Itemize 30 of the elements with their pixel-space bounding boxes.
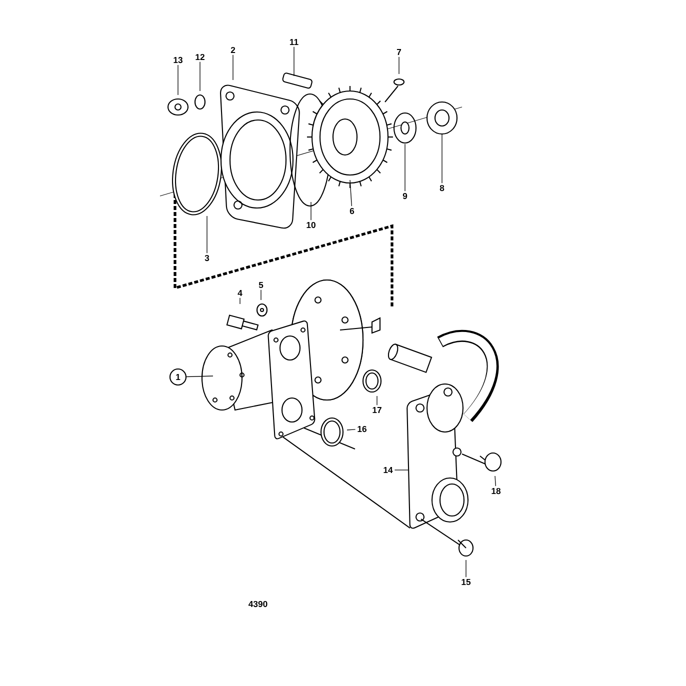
callout-number: 5 — [258, 282, 264, 288]
callout-number: 13 — [174, 56, 182, 64]
leader-line — [346, 429, 356, 430]
callout-number: 8 — [440, 184, 444, 192]
callout-number: 4 — [238, 290, 242, 296]
callout-number: 14 — [384, 467, 393, 473]
callout-number: 11 — [290, 39, 298, 45]
callout-number: 6 — [350, 208, 354, 214]
callout-number: 15 — [462, 578, 471, 586]
leader-line — [186, 376, 214, 378]
leader-line — [494, 476, 496, 486]
callout-number: 1 — [169, 368, 187, 386]
leader-line — [232, 54, 234, 80]
callout-number: 2 — [230, 46, 236, 54]
callout-number: 10 — [306, 222, 316, 228]
leader-line — [404, 144, 406, 192]
callout-number: 7 — [396, 49, 402, 55]
callout-number: 18 — [492, 488, 501, 494]
leader-line — [260, 290, 262, 300]
callout-number: 16 — [358, 426, 366, 432]
callout-number: 12 — [196, 54, 204, 60]
leader-line — [350, 180, 352, 206]
leader-line — [398, 56, 400, 74]
callout-number: 9 — [402, 192, 408, 200]
drawing-number: 4390 — [248, 600, 268, 608]
leader-line — [376, 396, 378, 406]
leader-line — [310, 202, 312, 220]
leader-line — [206, 216, 208, 254]
callout-number: 17 — [372, 407, 382, 413]
callout-number: 3 — [204, 254, 210, 262]
